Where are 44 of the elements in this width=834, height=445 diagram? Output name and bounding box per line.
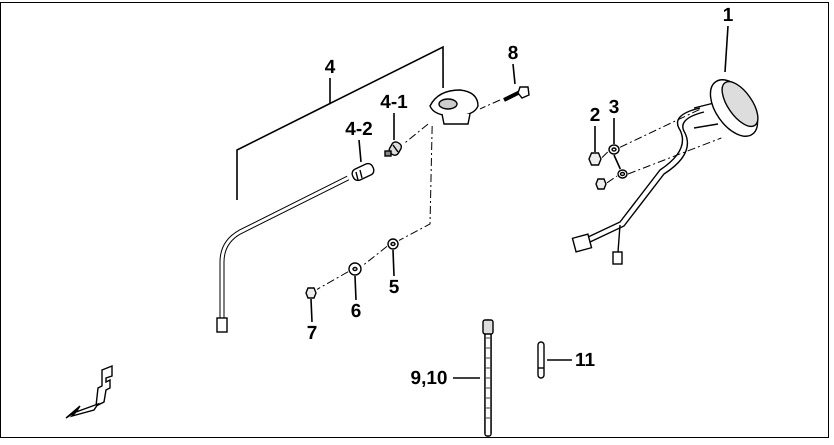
assembly-line — [404, 124, 428, 144]
leader-line — [392, 250, 395, 276]
leader-line — [310, 298, 313, 322]
cable-tie-drawing — [480, 318, 496, 438]
leader-line — [358, 140, 362, 162]
assembly-line — [362, 246, 388, 267]
leader-line — [453, 377, 480, 379]
callout-number: 11 — [572, 349, 598, 371]
washer-drawing — [608, 144, 620, 155]
callout-number: 7 — [302, 322, 322, 344]
assembly-line — [628, 138, 722, 174]
assembly-line — [398, 126, 433, 241]
screw-drawing — [500, 84, 530, 104]
leader-line — [613, 118, 615, 144]
leader-line — [512, 64, 516, 84]
washer-drawing — [617, 169, 628, 179]
assembly-line — [480, 100, 500, 110]
callout-number: 4-1 — [378, 91, 410, 113]
callout-number: 2 — [586, 104, 604, 126]
leader-line — [354, 276, 357, 300]
callout-number: 8 — [503, 42, 523, 64]
leader-line — [594, 126, 596, 152]
assembly-line — [606, 176, 618, 184]
leader-line — [393, 113, 395, 140]
leader-line — [613, 154, 622, 170]
leader-line — [547, 359, 572, 361]
callout-number: 3 — [605, 96, 623, 118]
leader-line — [329, 46, 444, 105]
washer-drawing — [387, 238, 399, 250]
washer-drawing — [348, 262, 362, 276]
nut-drawing — [305, 287, 317, 299]
assembly-line — [316, 271, 348, 290]
callout-number: 6 — [346, 300, 366, 322]
callout-number: 5 — [384, 276, 404, 298]
lamp-housing-drawing — [428, 88, 480, 126]
nut-drawing — [595, 178, 607, 190]
nut-drawing — [588, 152, 602, 166]
callout-number: 4 — [320, 56, 340, 78]
pin-drawing — [535, 340, 547, 380]
assembly-line — [602, 151, 608, 158]
callout-number: 1 — [718, 4, 738, 26]
leader-line — [724, 26, 729, 72]
callout-number: 4-2 — [343, 118, 375, 140]
callout-number: 9,10 — [405, 367, 453, 389]
